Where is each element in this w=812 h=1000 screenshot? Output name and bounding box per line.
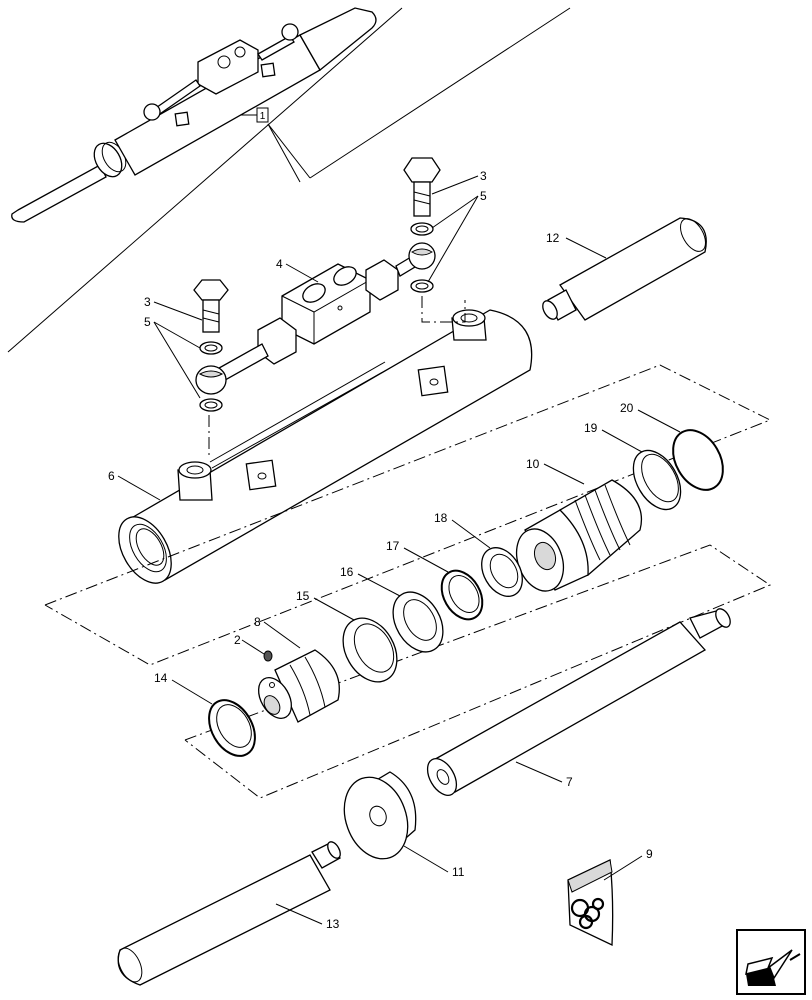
callout-17[interactable]: 17 — [386, 539, 449, 573]
callout-7[interactable]: 7 — [515, 761, 573, 789]
svg-text:3: 3 — [480, 169, 487, 183]
svg-text:2: 2 — [234, 633, 241, 647]
svg-text:13: 13 — [326, 917, 340, 931]
callout-15[interactable]: 15 — [296, 589, 355, 621]
svg-text:14: 14 — [154, 671, 168, 685]
callout-5-right[interactable]: 5 — [427, 189, 487, 283]
piston-rod-part[interactable] — [422, 606, 734, 800]
svg-text:8: 8 — [254, 615, 261, 629]
gland-part[interactable] — [252, 649, 340, 724]
callout-3-right[interactable]: 3 — [431, 169, 487, 195]
svg-text:17: 17 — [386, 539, 400, 553]
arrow-back-icon[interactable] — [736, 929, 806, 995]
banjo-bolt-left-part[interactable] — [193, 279, 229, 333]
svg-text:7: 7 — [566, 775, 573, 789]
callout-8[interactable]: 8 — [254, 615, 301, 649]
svg-text:6: 6 — [108, 469, 115, 483]
svg-text:12: 12 — [546, 231, 560, 245]
svg-text:15: 15 — [296, 589, 310, 603]
svg-text:11: 11 — [452, 865, 465, 879]
svg-text:4: 4 — [276, 257, 283, 271]
svg-text:9: 9 — [646, 847, 653, 861]
svg-text:20: 20 — [620, 401, 634, 415]
rod-end-part[interactable] — [540, 214, 711, 321]
svg-text:18: 18 — [434, 511, 448, 525]
callout-1[interactable]: 1 — [240, 107, 311, 183]
callout-16[interactable]: 16 — [340, 565, 401, 597]
callout-6[interactable]: 6 — [108, 469, 161, 501]
svg-text:5: 5 — [144, 315, 151, 329]
callout-4[interactable]: 4 — [276, 257, 319, 283]
callout-2[interactable]: 2 — [234, 633, 265, 655]
cylinder-barrel-part[interactable] — [108, 309, 533, 592]
cylinder-head-part[interactable] — [333, 768, 418, 867]
svg-text:5: 5 — [480, 189, 487, 203]
svg-text:3: 3 — [144, 295, 151, 309]
seal-kit-bag-part[interactable] — [567, 859, 614, 947]
svg-text:19: 19 — [584, 421, 598, 435]
callout-19[interactable]: 19 — [584, 421, 643, 453]
callout-9[interactable]: 9 — [603, 847, 653, 881]
callout-18[interactable]: 18 — [434, 511, 491, 549]
inset-assembly — [7, 7, 571, 353]
callout-5-left[interactable]: 5 — [144, 315, 201, 399]
callout-10[interactable]: 10 — [526, 457, 585, 485]
callout-13[interactable]: 13 — [275, 903, 340, 931]
callout-12[interactable]: 12 — [546, 231, 607, 259]
callout-3-left[interactable]: 3 — [144, 295, 203, 321]
callout-20[interactable]: 20 — [620, 401, 681, 433]
washer-part[interactable] — [199, 222, 434, 412]
svg-text:10: 10 — [526, 457, 540, 471]
svg-text:16: 16 — [340, 565, 354, 579]
piston-part[interactable] — [508, 479, 643, 598]
rod-part[interactable] — [113, 840, 343, 986]
banjo-bolt-right-part[interactable] — [403, 157, 441, 217]
svg-text:1: 1 — [260, 111, 266, 122]
valve-block-part[interactable] — [195, 242, 436, 395]
callout-11[interactable]: 11 — [403, 845, 465, 879]
callout-14[interactable]: 14 — [154, 671, 213, 705]
